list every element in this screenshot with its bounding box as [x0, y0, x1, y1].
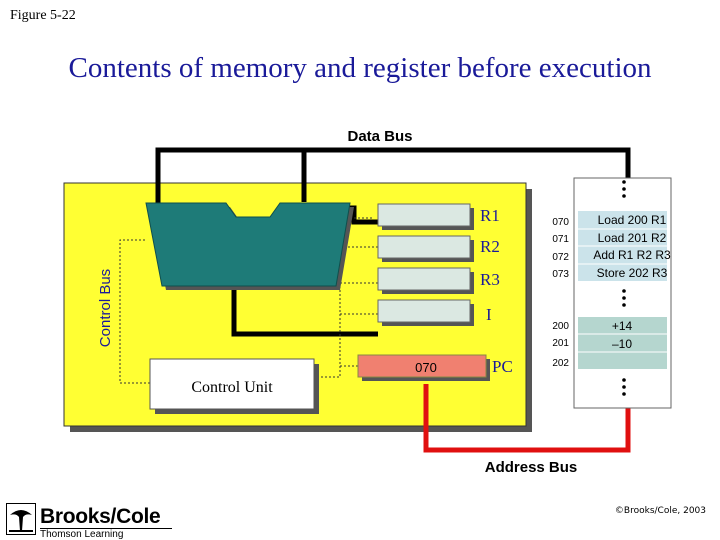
memory-address: 070 [552, 217, 569, 228]
memory-content: –10 [612, 337, 632, 351]
address-bus-label: Address Bus [485, 459, 578, 476]
copyright: ©Brooks/Cole, 2003 [614, 506, 706, 516]
pc-label: PC [492, 357, 513, 376]
memory-address: 072 [552, 252, 569, 263]
control-bus-lines [119, 217, 378, 384]
memory-address: 202 [552, 358, 569, 369]
memory-content: Load 200 R1 [598, 213, 667, 227]
pc-value: 070 [415, 360, 437, 375]
memory-content: Store 202 R3 [597, 266, 668, 280]
register-r2: R2 [377, 235, 500, 262]
register-r1: R1 [377, 203, 500, 230]
memory-dots-top [622, 180, 626, 198]
alu [145, 202, 351, 287]
control-unit-label: Control Unit [191, 379, 273, 396]
memory-address: 073 [552, 269, 569, 280]
memory-data-dividers [578, 333, 667, 353]
control-bus-label: Control Bus [97, 269, 114, 347]
figure-label: Figure 5-22 [10, 8, 76, 23]
register-label: R2 [480, 237, 500, 256]
register-i: I [377, 299, 492, 326]
memory-content: +14 [612, 319, 633, 333]
memory-dots-middle [622, 289, 626, 307]
register-label: I [486, 305, 492, 324]
page-title: Contents of memory and register before e… [68, 52, 652, 84]
memory-code-dividers [578, 228, 667, 265]
memory-address: 201 [552, 338, 569, 349]
publisher-logo: Brooks/Cole Thomson Learning [6, 503, 186, 540]
register-label: R1 [480, 206, 500, 225]
register-pc: 070 PC [357, 354, 513, 381]
memory-content: Add R1 R2 R3 [593, 248, 671, 262]
memory-content: Load 201 R2 [598, 231, 667, 245]
control-unit-box [149, 358, 315, 410]
memory-address: 071 [552, 234, 569, 245]
publisher-subtitle: Thomson Learning [40, 529, 124, 540]
tree-logo-icon [6, 503, 36, 535]
publisher-name: Brooks/Cole [40, 505, 161, 528]
address-bus-line [423, 384, 631, 453]
memory-dots-bottom [622, 378, 626, 396]
register-label: R3 [480, 270, 500, 289]
memory-data-region [578, 317, 667, 369]
data-bus-lines [155, 147, 631, 337]
publisher-rule [40, 528, 172, 530]
register-r3: R3 [377, 267, 500, 294]
data-bus-label: Data Bus [347, 128, 412, 145]
memory-address: 200 [552, 321, 569, 332]
